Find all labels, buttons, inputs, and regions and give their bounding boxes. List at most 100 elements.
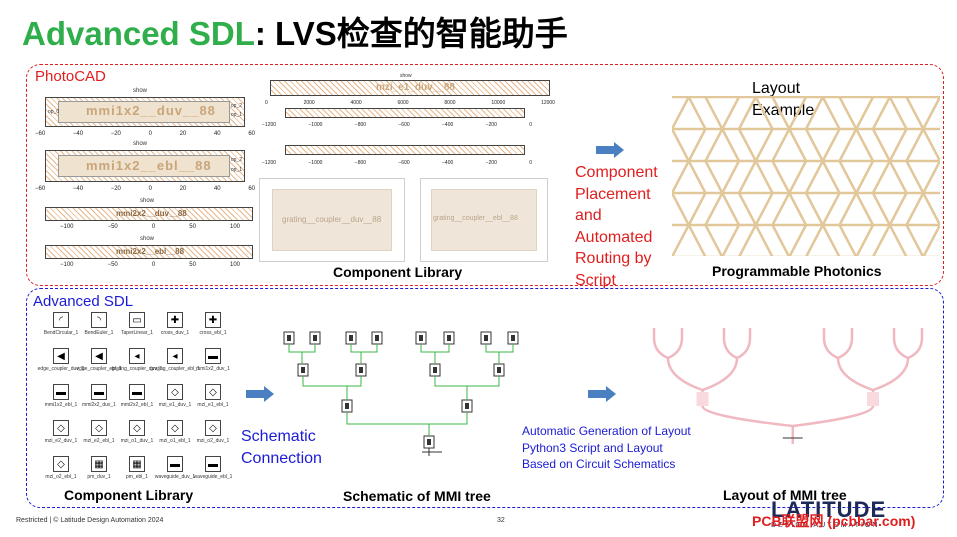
tick: 10000 bbox=[491, 100, 506, 106]
component-label: pm_ebl_1 bbox=[126, 474, 148, 480]
tick: −100 bbox=[60, 224, 74, 230]
component-label: pm_duv_1 bbox=[87, 474, 111, 480]
tick: 60 bbox=[248, 131, 255, 137]
component-cell[interactable]: ▬waveguide_duv_1 bbox=[155, 456, 195, 480]
component-cell[interactable]: ▭TaperLinear_1 bbox=[118, 312, 156, 336]
component-cell[interactable]: ◇mzi_o1_ebl_1 bbox=[156, 420, 194, 444]
tick: 0 bbox=[529, 122, 532, 128]
component-icon: ◇ bbox=[91, 420, 107, 436]
tick: −400 bbox=[442, 160, 454, 166]
auto-generation-line: Based on Circuit Schematics bbox=[522, 457, 676, 471]
page-number: 32 bbox=[497, 517, 505, 524]
component-cell[interactable]: ✚cross_duv_1 bbox=[156, 312, 194, 336]
tick: −1000 bbox=[308, 122, 323, 128]
plot-label-mzi: mzi_e1_duv__88 bbox=[376, 82, 455, 93]
component-icon: ◜ bbox=[53, 312, 69, 328]
layout-mmi-tree bbox=[652, 328, 924, 444]
tick: 0 bbox=[151, 224, 156, 230]
component-icon: ◀ bbox=[53, 348, 69, 364]
component-cell[interactable]: ◇ mzi_o2_ebl_1 bbox=[42, 456, 80, 480]
grating-duv-label: grating__coupler__duv__88 bbox=[282, 215, 382, 224]
component-label: BendCircular_1 bbox=[43, 330, 79, 336]
plot-show-1: show bbox=[133, 88, 148, 94]
component-cell[interactable]: ◀edge_coupler_duv_1 bbox=[38, 348, 84, 372]
component-cell[interactable]: ◀edge_coupler_ebl_1 bbox=[76, 348, 122, 372]
port-op1: op_1 bbox=[230, 112, 242, 118]
tick: −600 bbox=[398, 122, 410, 128]
slide-title: Advanced SDL: LVS检查的智能助手 bbox=[22, 14, 568, 54]
plot-mmi2x2-ebl: mmi2x2__ebl__88 bbox=[45, 245, 253, 259]
tick: 0 bbox=[148, 131, 152, 137]
component-cell[interactable]: ◜ BendCircular_1 bbox=[42, 312, 80, 336]
footer-copyright: Restricted | © Latitude Design Automatio… bbox=[16, 517, 164, 524]
component-cell[interactable]: ◂grating_coupler_ebl_1 bbox=[150, 348, 200, 372]
plot-label-mmi2: mmi1x2__ebl__88 bbox=[86, 158, 212, 173]
component-icon: ◇ bbox=[167, 384, 183, 400]
schematic-caption: Schematic of MMI tree bbox=[343, 488, 491, 504]
programmable-photonics-caption: Programmable Photonics bbox=[712, 263, 882, 279]
component-label: mzi_o2_ebl_1 bbox=[45, 474, 77, 480]
component-icon: ▬ bbox=[205, 348, 221, 364]
component-cell[interactable]: ▬waveguide_ebl_1 bbox=[194, 456, 232, 480]
photocad-section bbox=[26, 64, 944, 286]
component-cell[interactable]: ◂grating_coupler_duv_1 bbox=[112, 348, 162, 372]
tick: 0 bbox=[151, 262, 156, 268]
auto-generation-text: Automatic Generation of Layout Python3 S… bbox=[522, 423, 691, 473]
component-icon: ▬ bbox=[91, 384, 107, 400]
component-row: ◇mzi_o2_ebl_1▦pm_duv_1▦pm_ebl_1▬waveguid… bbox=[42, 456, 232, 480]
component-cell[interactable]: ◇mzi_e1_ebl_1 bbox=[194, 384, 232, 408]
component-label: BendEuler_1 bbox=[84, 330, 114, 336]
plot-show-4: show bbox=[140, 236, 155, 242]
title-black: : LVS检查的智能助手 bbox=[254, 15, 568, 52]
plot-label-mmi3: mmi2x2__duv__88 bbox=[116, 209, 187, 218]
tick: −100 bbox=[60, 262, 74, 268]
component-icon: ▬ bbox=[167, 456, 183, 472]
layout-example-line: Example bbox=[752, 102, 815, 119]
component-icon: ◇ bbox=[205, 384, 221, 400]
component-cell[interactable]: ◇ mzi_e1_duv_1 bbox=[156, 384, 194, 408]
component-row: ◜ BendCircular_1 ◝ BendEuler_1 ▭TaperLinear_… bbox=[42, 312, 232, 336]
component-label: TaperLinear_1 bbox=[121, 330, 153, 336]
tick: −40 bbox=[72, 186, 84, 192]
component-label: mzi_o1_duv_1 bbox=[120, 438, 154, 444]
component-cell[interactable]: ▬mmi2x2_duv_1 bbox=[80, 384, 118, 408]
component-label: mzi_o2_duv_1 bbox=[196, 438, 230, 444]
component-icon: ✚ bbox=[167, 312, 183, 328]
tick: −1200 bbox=[262, 122, 277, 128]
plot-mzi-1: mzi_e1_duv__88 bbox=[270, 80, 550, 96]
component-cell[interactable]: ◇ mzi_e2_ebl_1 bbox=[80, 420, 118, 444]
advanced-sdl-label: Advanced SDL bbox=[33, 293, 134, 310]
component-cell[interactable]: ▬mmi2x2_ebl_1 bbox=[118, 384, 156, 408]
component-label: mzi_o1_ebl_1 bbox=[159, 438, 191, 444]
component-label: mzi_e1_duv_1 bbox=[158, 402, 192, 408]
component-label: mmi2x2_ebl_1 bbox=[120, 402, 154, 408]
component-cell[interactable]: ▦pm_duv_1 bbox=[80, 456, 118, 480]
component-cell[interactable]: ◇mzi_o1_duv_1 bbox=[118, 420, 156, 444]
component-cell[interactable]: ◇mzi_e2_duv_1 bbox=[42, 420, 80, 444]
component-cell[interactable]: ▬mmi1x2_ebl_1 bbox=[42, 384, 80, 408]
component-cell[interactable]: ✚cross_ebl_1 bbox=[194, 312, 232, 336]
schematic-mmi-tree bbox=[283, 331, 519, 456]
component-cell[interactable]: ◝ BendEuler_1 bbox=[80, 312, 118, 336]
component-icon: ◝ bbox=[91, 312, 107, 328]
tick: 60 bbox=[248, 186, 255, 192]
tick: 40 bbox=[213, 186, 221, 192]
tick: 20 bbox=[179, 131, 187, 137]
component-cell[interactable]: ▦pm_ebl_1 bbox=[118, 456, 156, 480]
schematic-connection-line: Connection bbox=[241, 450, 322, 467]
schematic-connection-line: Schematic bbox=[241, 428, 316, 445]
arrow-text-line: Automated bbox=[575, 228, 653, 246]
layout-example-label: Layout Example bbox=[752, 78, 814, 122]
tick: 50 bbox=[189, 262, 196, 268]
component-icon: ◂ bbox=[167, 348, 183, 364]
component-icon: ◇ bbox=[53, 456, 69, 472]
tick: −200 bbox=[485, 122, 497, 128]
component-cell[interactable]: ◇mzi_o2_duv_1 bbox=[194, 420, 232, 444]
arrow-right-icon bbox=[246, 386, 274, 402]
component-cell[interactable]: ▬mmi1x2_duv_1 bbox=[194, 348, 232, 372]
plot-mmi1x2-duv: mmi1x2__duv__88 op_2 op_1 op_0 bbox=[45, 97, 245, 127]
component-label: mzi_e2_ebl_1 bbox=[83, 438, 115, 444]
